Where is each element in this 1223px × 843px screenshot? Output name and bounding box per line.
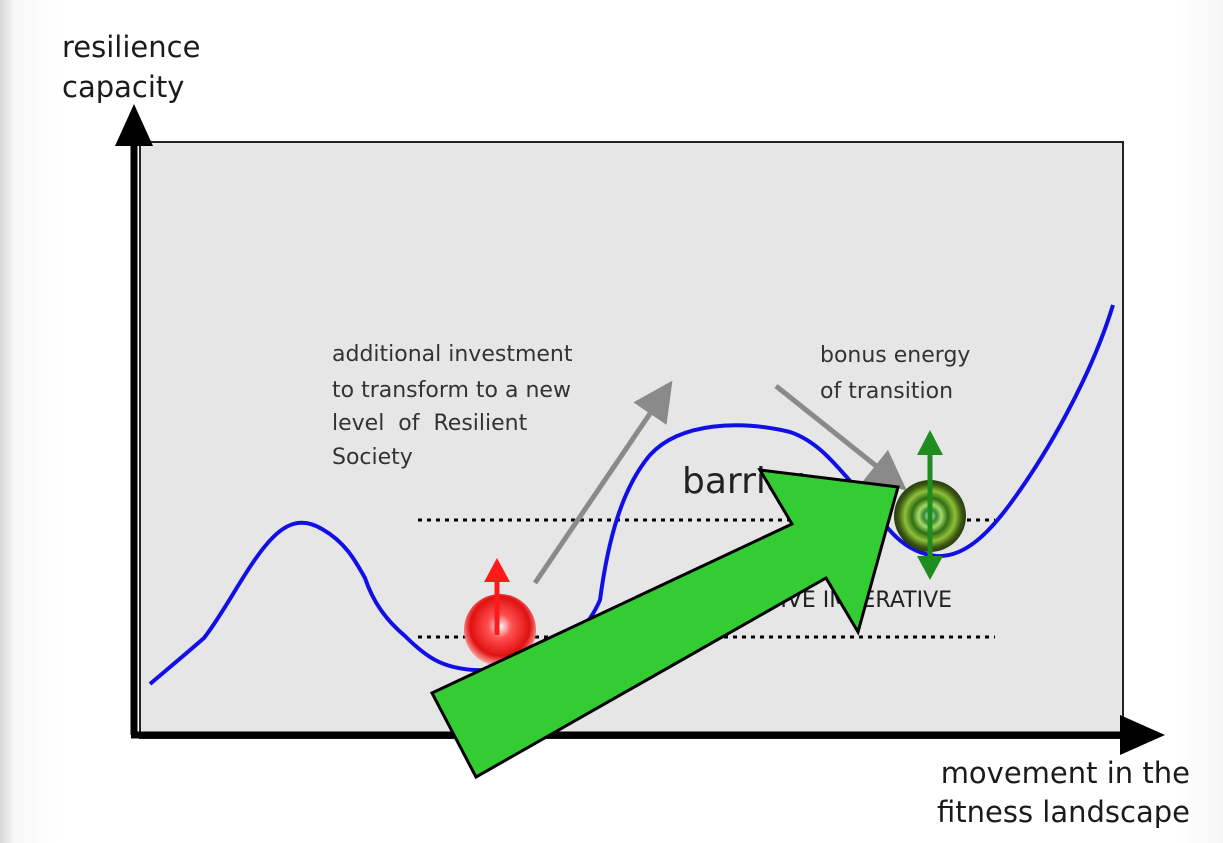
investment-annotation-line-2: to transform to a new [332, 378, 571, 403]
bonus-annotation-line-2: of transition [820, 379, 953, 404]
green-arrow-head-down [917, 556, 943, 580]
x-axis-label-line-1: movement in the [941, 756, 1190, 790]
bonus-pointer-arrow [774, 384, 907, 491]
green-arrow-head-up [917, 430, 943, 455]
x-axis-arrowhead [1120, 715, 1165, 755]
investment-annotation-line-4: Society [332, 445, 413, 470]
big-transition-arrow [429, 468, 900, 780]
x-axis [131, 715, 1165, 755]
bonus-annotation-line-1: bonus energy [820, 343, 970, 368]
y-axis [115, 104, 153, 735]
y-axis-label-line-1: resilience [62, 30, 200, 64]
red-state-ball [464, 594, 536, 666]
current-state-marker [464, 558, 536, 666]
y-axis-arrowhead [115, 104, 153, 146]
fitness-landscape-curve [148, 304, 1115, 686]
investment-annotation-line-1: additional investment [332, 342, 573, 367]
investment-pointer-arrow [532, 380, 673, 585]
x-axis-label-line-2: fitness landscape [937, 795, 1190, 829]
investment-annotation-line-3: level of Resilient [332, 411, 528, 436]
red-up-arrow-head [484, 558, 510, 582]
y-axis-label-line-2: capacity [62, 70, 184, 104]
target-state-marker [894, 430, 966, 580]
